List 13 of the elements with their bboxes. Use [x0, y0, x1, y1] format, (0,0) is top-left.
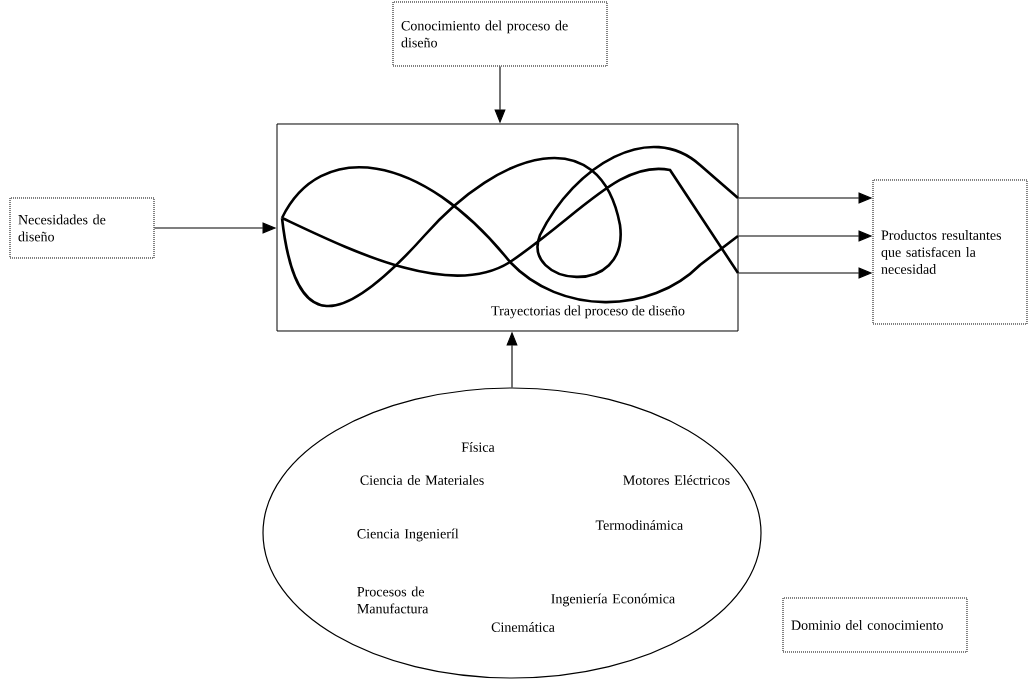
- text-box: Dominio del conocimiento: [782, 597, 968, 653]
- domain-label: Termodinámica: [595, 520, 683, 530]
- box-caption: Trayectorias del proceso de diseño: [490, 304, 686, 320]
- domain-label: Cinemática: [491, 622, 555, 632]
- domain-label: Ciencia Ingenieríl: [357, 528, 459, 542]
- domain-label: Ingeniería Económica: [551, 593, 675, 607]
- text-box: Productos resultantes que satisfacen la necesidad: [872, 179, 1028, 325]
- text-box: Necesidades de diseño: [9, 197, 155, 259]
- domain-label: Ciencia de Materiales: [360, 475, 484, 485]
- domain-label: Física: [461, 442, 495, 452]
- domain-label: Motores Eléctricos: [623, 475, 730, 485]
- domain-label: Procesos de Manufactura: [357, 586, 429, 614]
- text-box: Conocimiento del proceso de diseño: [392, 1, 608, 67]
